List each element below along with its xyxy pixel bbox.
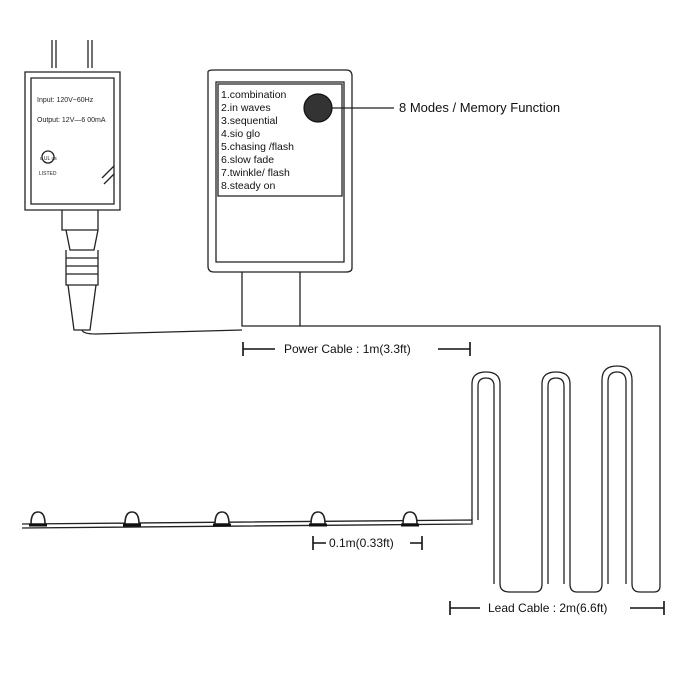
power-cable-dimension: Power Cable : 1m(3.3ft) <box>242 342 471 356</box>
adapter-connector-ridges <box>66 257 98 275</box>
bulb-icon <box>214 511 230 525</box>
mode-button-label: 8 Modes / Memory Function <box>399 100 560 115</box>
adapter-prong-left <box>51 40 57 68</box>
bulb-spacing-dimension-line <box>312 536 423 550</box>
adapter-connector-tip <box>67 284 97 331</box>
mode-item: 2.in waves <box>221 102 271 114</box>
bulb-spacing-dimension: 0.1m(0.33ft) <box>312 536 423 550</box>
controller-body <box>207 69 353 273</box>
adapter-corner-lines <box>101 165 115 185</box>
mode-item: 7.twinkle/ flash <box>221 167 290 179</box>
controller-neck <box>241 272 301 327</box>
adapter-cert-text: c UL us <box>40 156 57 162</box>
lead-loop-inner-2 <box>547 377 565 584</box>
mode-item: 3.sequential <box>221 115 278 127</box>
adapter-body-inner <box>30 77 115 205</box>
mode-item: 8.steady on <box>221 180 275 192</box>
adapter-connector-nut <box>65 250 99 286</box>
controller-mode-panel <box>217 83 343 197</box>
adapter-body <box>24 71 121 211</box>
bulb-group <box>29 511 419 527</box>
adapter-output-text: Output: 12V—6 00mA <box>37 117 106 124</box>
adapter-to-controller-cable <box>81 329 243 335</box>
bulb-icon <box>310 511 326 525</box>
mode-item: 6.slow fade <box>221 154 274 166</box>
power-cable-dimension-line <box>242 342 471 356</box>
power-cable-label: Power Cable : 1m(3.3ft) <box>284 342 411 356</box>
lead-cable-dimension: Lead Cable : 2m(6.6ft) <box>449 601 665 615</box>
mode-item: 5.chasing /flash <box>221 141 294 153</box>
adapter-connector-neck <box>65 229 99 251</box>
power-adapter: Input: 120V~60Hz Output: 12V—6 00mA c UL… <box>24 40 121 331</box>
lead-cable-loops <box>471 365 633 593</box>
controller-body-inner <box>215 81 345 263</box>
lead-loop-inner-3 <box>477 377 495 584</box>
lead-cable-label: Lead Cable : 2m(6.6ft) <box>488 601 607 615</box>
adapter-prong-right <box>87 40 93 68</box>
bulb-icon <box>402 511 418 525</box>
bulb-icon <box>30 511 46 525</box>
controller-to-lead-cable <box>300 325 661 593</box>
bulb-icon <box>124 511 140 525</box>
adapter-listed-text: LISTED <box>39 171 57 177</box>
mode-item: 4.sio glo <box>221 128 260 140</box>
bulb-spacing-label: 0.1m(0.33ft) <box>329 536 394 550</box>
light-string-wire <box>21 519 473 529</box>
adapter-input-text: Input: 120V~60Hz <box>37 97 94 104</box>
ul-logo-icon <box>41 150 55 164</box>
lead-loop-inner-1 <box>607 371 627 584</box>
mode-button-icon[interactable] <box>303 93 333 123</box>
mode-item: 1.combination <box>221 89 287 101</box>
adapter-connector <box>61 210 99 231</box>
lead-cable-dimension-line <box>449 601 665 615</box>
